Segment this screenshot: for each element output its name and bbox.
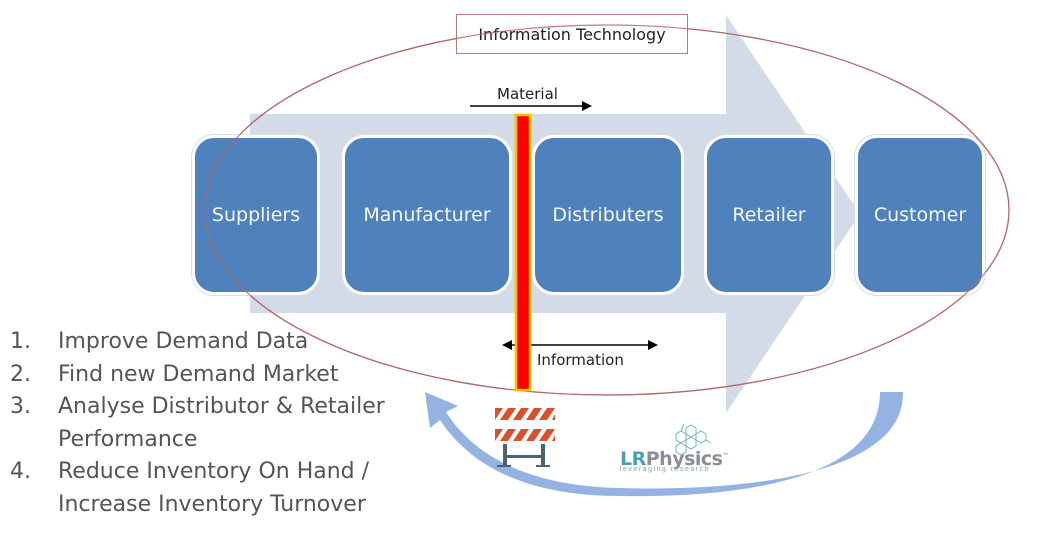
list-item: 3. Analyse Distributor & Retailer Perfor… [10, 391, 385, 456]
list-text: Reduce Inventory On Hand / Increase Inve… [58, 456, 369, 521]
improvement-list: 1. Improve Demand Data 2. Find new Deman… [10, 326, 385, 521]
information-arrowhead-right [648, 340, 658, 350]
list-text-line: Reduce Inventory On Hand / [58, 459, 370, 484]
lrphysics-logo: LRPhysics™ leveraging research [620, 448, 728, 473]
logo-prefix: LR [620, 448, 646, 470]
list-text-line: Analyse Distributor & Retailer [58, 394, 385, 419]
list-number: 3. [10, 394, 31, 419]
information-arrowhead-left [502, 340, 512, 350]
list-number: 4. [10, 459, 31, 484]
barrier-line [514, 113, 532, 392]
stage-suppliers: Suppliers [192, 135, 320, 295]
list-text: Analyse Distributor & Retailer Performan… [58, 391, 385, 456]
list-text-line: Performance [58, 426, 198, 452]
list-number: 1. [10, 329, 31, 354]
stage-customer: Customer [855, 135, 985, 295]
logo-tagline: leveraging research [620, 466, 710, 473]
return-arrow [425, 392, 904, 497]
logo-tm: ™ [722, 452, 728, 460]
stage-distributers: Distributers [532, 135, 684, 295]
list-text: Improve Demand Data [58, 329, 309, 354]
logo-wordmark: LRPhysics™ [620, 448, 728, 470]
road-barrier-icon [495, 408, 555, 467]
list-item: 4. Reduce Inventory On Hand / Increase I… [10, 456, 385, 521]
stage-manufacturer: Manufacturer [342, 135, 512, 295]
list-item: 1. Improve Demand Data [10, 326, 385, 359]
molecule-icon [675, 423, 712, 456]
logo-suffix: Physics [645, 448, 723, 470]
information-technology-label: Information Technology [456, 14, 688, 54]
stage-retailer: Retailer [704, 135, 834, 295]
material-label: Material [497, 85, 558, 103]
list-item: 2. Find new Demand Market [10, 359, 385, 392]
list-text-line: Increase Inventory Turnover [58, 491, 366, 517]
list-text: Find new Demand Market [58, 361, 339, 387]
material-arrowhead [582, 101, 592, 111]
information-label: Information [537, 351, 624, 369]
list-number: 2. [10, 361, 31, 387]
